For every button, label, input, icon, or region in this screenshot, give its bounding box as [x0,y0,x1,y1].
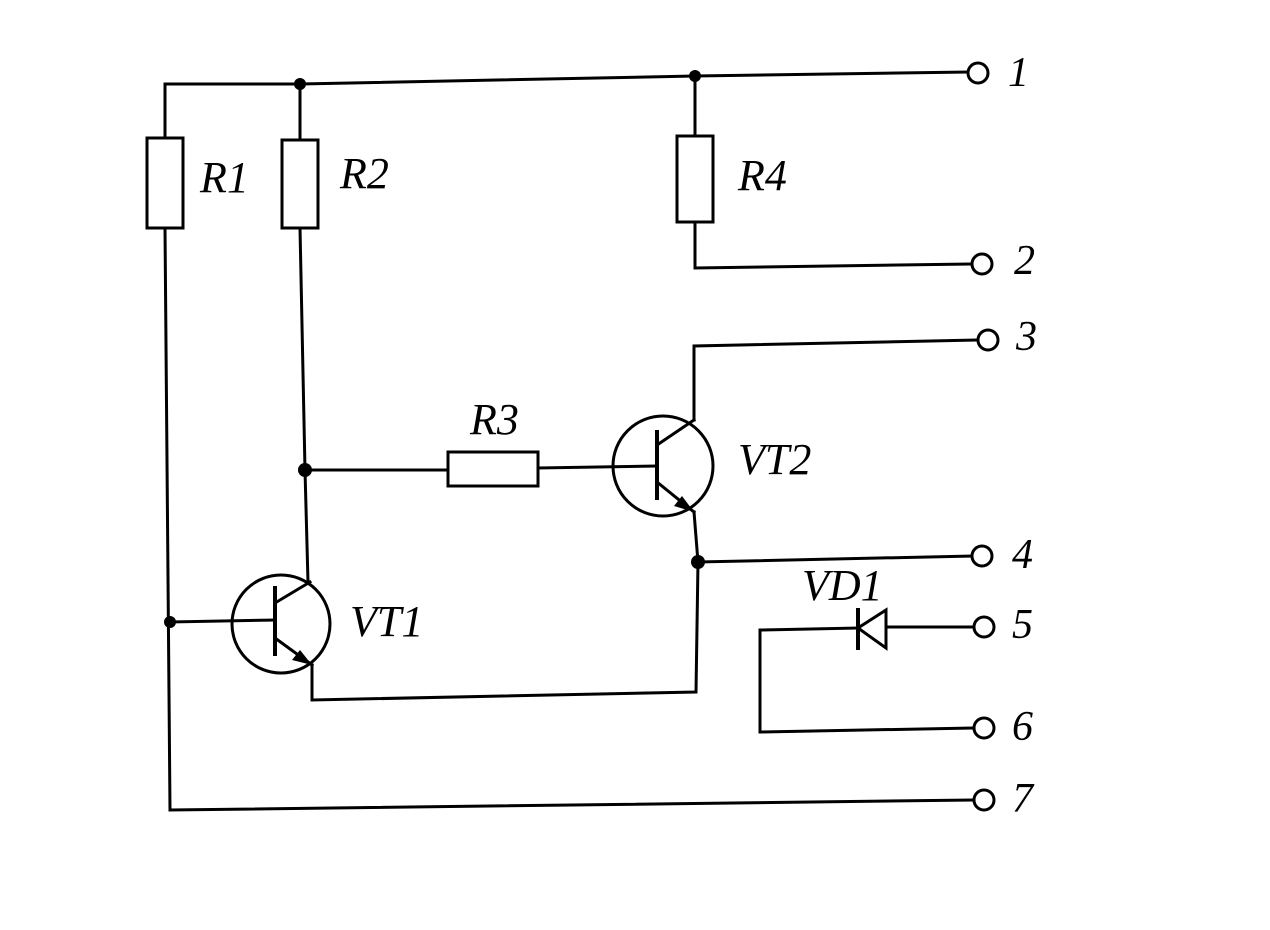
label-r3: R3 [469,395,519,444]
wire-vt2-emitter [692,510,700,564]
wire-diode-to-t6 [758,626,974,734]
wire-r1-to-t7 [163,226,974,812]
terminal-2 [970,252,994,276]
label-vd1: VD1 [802,561,883,610]
diode-vd1 [855,607,888,651]
label-r2: R2 [339,149,389,198]
wire-r2-to-vt1 [298,226,310,584]
terminal-6 [972,716,996,740]
terminal-5 [972,615,996,639]
label-r4: R4 [737,151,787,200]
terminal-3 [976,328,1000,352]
transistor-vt1 [230,573,332,675]
terminal-1 [966,61,990,85]
terminal-number-4: 4 [1012,532,1033,578]
label-vt1: VT1 [350,597,423,646]
wire-vt1-base [168,618,277,624]
terminal-4 [970,544,994,568]
terminal-number-2: 2 [1014,238,1035,284]
junctions [164,70,705,628]
terminal-number-7: 7 [1012,776,1035,822]
resistor-r3 [446,450,540,488]
terminal-number-3: 3 [1015,314,1037,360]
wire-to-t4 [696,554,974,564]
terminal-7 [972,788,996,812]
wire-top-rail [163,70,970,140]
wire-r3-to-vt2 [536,464,658,470]
terminal-number-6: 6 [1012,704,1033,750]
resistor-r4 [675,134,715,224]
wire-vt1-emitter [310,560,700,702]
transistor-vt2 [611,414,715,518]
wire-vt2-to-t3 [692,338,978,422]
terminals [966,61,1000,812]
terminal-number-1: 1 [1008,50,1029,96]
resistor-r2 [280,138,320,230]
resistor-r1 [145,136,185,230]
wires [163,70,978,812]
terminal-number-5: 5 [1012,602,1033,648]
wire-r4-to-t2 [693,220,972,270]
label-vt2: VT2 [738,435,811,484]
label-r1: R1 [199,153,249,202]
